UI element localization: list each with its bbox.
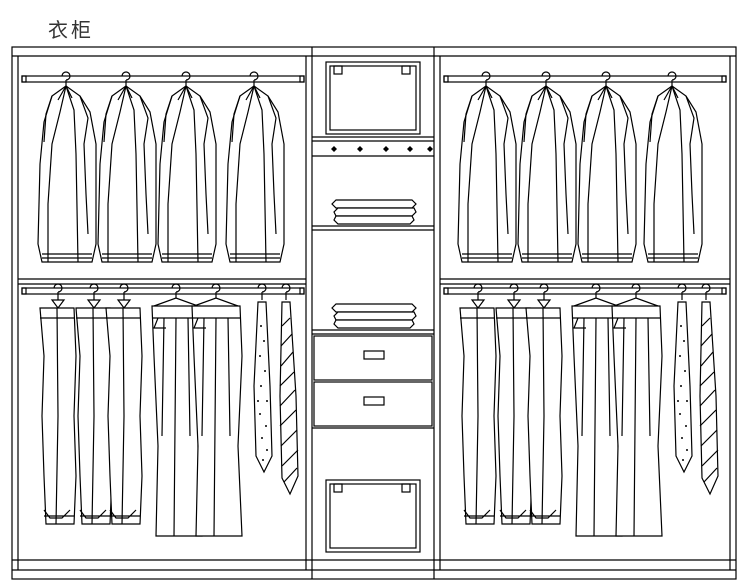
hook-row bbox=[331, 146, 433, 152]
storage-box-bottom bbox=[325, 479, 421, 553]
folded-clothes-lower bbox=[331, 303, 417, 329]
drawer-upper-handle[interactable] bbox=[363, 350, 385, 360]
center-column bbox=[312, 61, 434, 553]
drawer-lower[interactable] bbox=[313, 381, 433, 427]
drawing-title: 衣柜 bbox=[48, 18, 94, 42]
wardrobe-frame bbox=[11, 46, 737, 580]
drawer-upper[interactable] bbox=[313, 335, 433, 381]
left-section-clothes bbox=[37, 71, 299, 537]
right-section-clothes bbox=[457, 71, 719, 537]
hanging-rods bbox=[21, 75, 727, 295]
storage-box-top bbox=[325, 61, 421, 135]
folded-clothes-upper bbox=[331, 199, 417, 225]
drawer-lower-handle[interactable] bbox=[363, 396, 385, 406]
